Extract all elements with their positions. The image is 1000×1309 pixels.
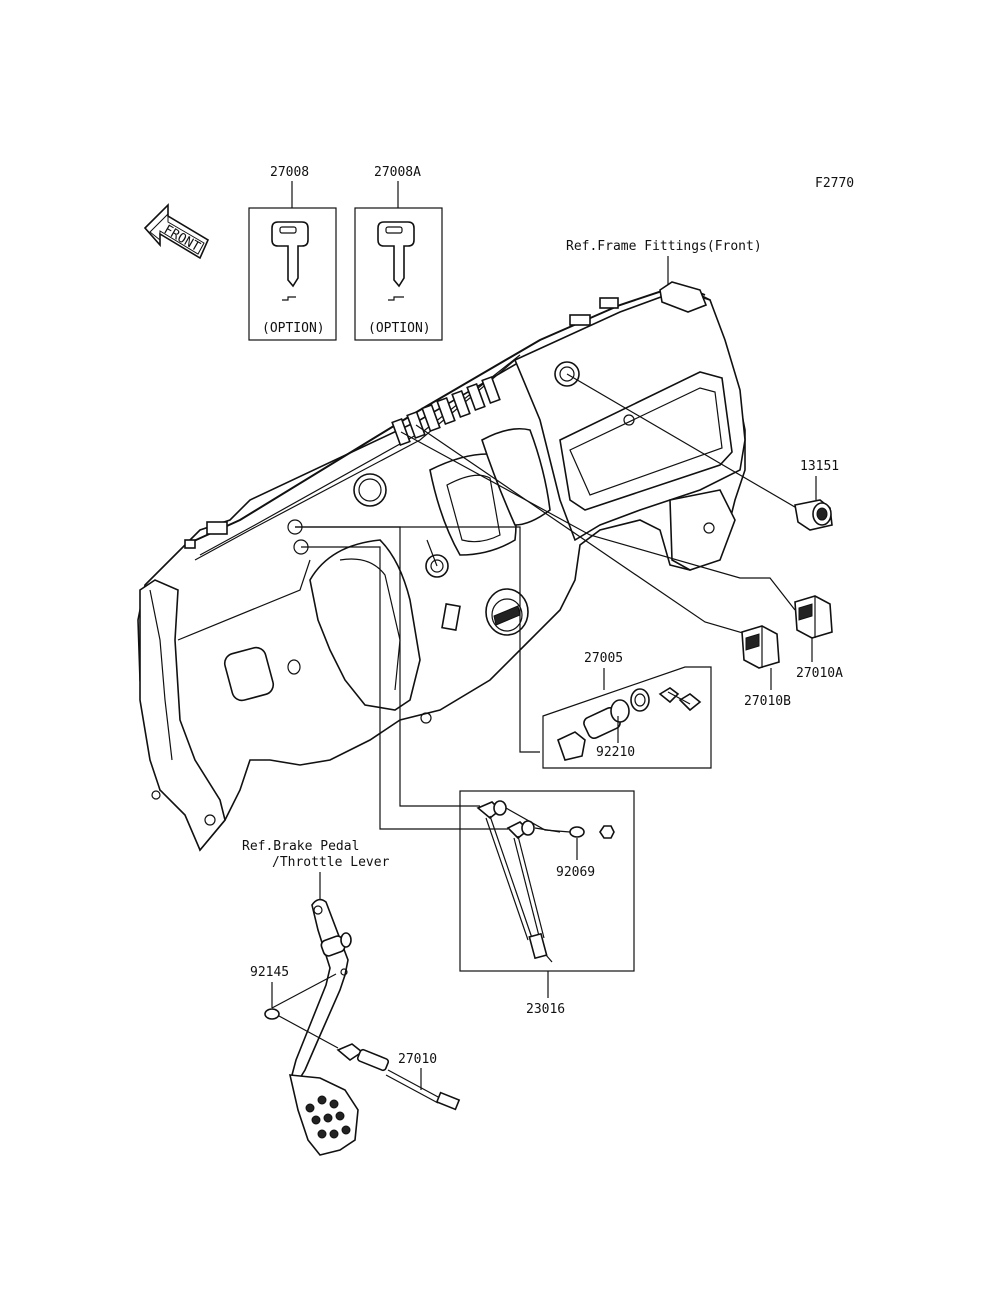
dashboard-panel <box>137 281 746 852</box>
clip-92145-icon <box>264 1008 280 1020</box>
option-27008: (OPTION) <box>262 321 325 336</box>
ref-brake-pedal-line1: Ref.Brake Pedal <box>242 839 359 854</box>
box-27008A <box>354 207 443 341</box>
box-27005 <box>542 666 712 769</box>
label-27010: 27010 <box>398 1052 437 1067</box>
ref-brake-pedal-line2: /Throttle Lever <box>272 855 390 870</box>
label-92210: 92210 <box>596 745 635 760</box>
label-92145: 92145 <box>250 965 289 980</box>
socket-13151-icon <box>794 499 833 531</box>
label-23016: 23016 <box>526 1002 565 1017</box>
key-27008A-icon <box>377 221 415 301</box>
brake-pedal-icon <box>288 898 359 1156</box>
brake-switch-27010-icon <box>336 1043 461 1111</box>
label-27008: 27008 <box>270 165 309 180</box>
front-arrow-icon: FRONT <box>143 203 210 260</box>
ignition-switch-icon <box>557 687 702 761</box>
switch-block <box>391 375 501 447</box>
option-27008A: (OPTION) <box>368 321 431 336</box>
switch-27010A-icon <box>794 595 833 639</box>
ref-frame-fittings: Ref.Frame Fittings(Front) <box>566 239 762 254</box>
label-27005: 27005 <box>584 651 623 666</box>
harness-23016-icon <box>476 800 553 963</box>
box-27008 <box>248 207 337 341</box>
key-27008-icon <box>271 221 309 301</box>
switch-27010B-icon <box>741 625 780 669</box>
label-13151: 13151 <box>800 459 839 474</box>
label-92069: 92069 <box>556 865 595 880</box>
label-27010A: 27010A <box>796 666 843 681</box>
label-27010B: 27010B <box>744 694 791 709</box>
diagram-code: F2770 <box>815 176 854 191</box>
label-27008A: 27008A <box>374 165 421 180</box>
box-23016 <box>459 790 635 972</box>
